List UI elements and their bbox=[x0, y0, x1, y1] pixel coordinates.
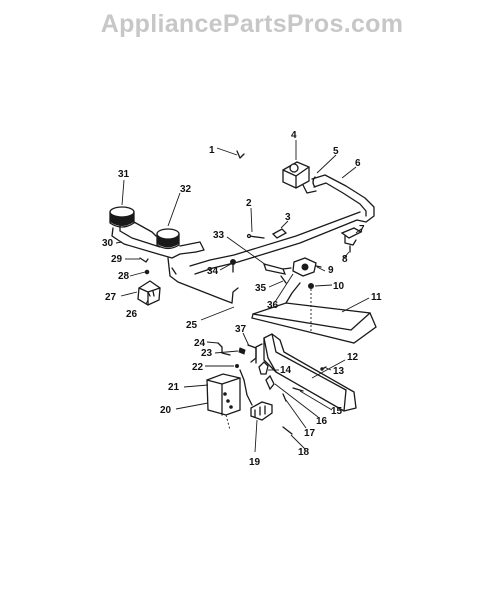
clip-37 bbox=[247, 344, 257, 363]
hidden-line bbox=[225, 414, 231, 431]
callout-label: 4 bbox=[291, 130, 297, 141]
screw-35 bbox=[280, 275, 287, 284]
callout-label: 29 bbox=[111, 254, 123, 265]
screw-15 bbox=[292, 387, 304, 392]
callout-label: 19 bbox=[249, 457, 261, 468]
callout-label: 25 bbox=[186, 320, 198, 331]
bracket-33 bbox=[263, 263, 292, 275]
callout-label: 17 bbox=[304, 428, 316, 439]
valve-9 bbox=[292, 257, 322, 277]
screw-1 bbox=[236, 150, 245, 159]
screw-34 bbox=[230, 259, 236, 273]
callout-label: 37 bbox=[235, 324, 247, 335]
callout-label: 32 bbox=[180, 184, 192, 195]
callout-label: 34 bbox=[207, 266, 219, 277]
callout-label: 36 bbox=[267, 300, 279, 311]
callout-label: 1 bbox=[209, 145, 215, 156]
callout-label: 28 bbox=[118, 271, 130, 282]
wire-24 bbox=[217, 342, 231, 356]
callout-label: 20 bbox=[160, 405, 172, 416]
heat-shield-11 bbox=[251, 282, 377, 344]
clip-23 bbox=[238, 347, 246, 355]
callout-label: 15 bbox=[331, 406, 343, 417]
igniter-wire-17 bbox=[282, 393, 287, 402]
bracket-20-21 bbox=[206, 373, 241, 416]
callout-label: 35 bbox=[255, 283, 267, 294]
callout-label: 8 bbox=[342, 254, 348, 265]
callout-label: 26 bbox=[126, 309, 138, 320]
callout-label: 5 bbox=[333, 146, 339, 157]
screw-28 bbox=[144, 269, 150, 275]
igniter-harness bbox=[239, 369, 253, 406]
callout-label: 10 bbox=[333, 281, 345, 292]
screw-13 bbox=[320, 366, 327, 371]
callout-label: 13 bbox=[333, 366, 345, 377]
callout-label: 24 bbox=[194, 338, 206, 349]
pilot-10 bbox=[308, 283, 314, 289]
orifice-3 bbox=[271, 228, 288, 239]
callout-label: 31 bbox=[118, 169, 130, 180]
burner-31 bbox=[109, 206, 135, 228]
site-watermark: AppliancePartsPros.com bbox=[100, 10, 404, 38]
burner-tube-assembly-30 bbox=[111, 221, 233, 304]
leader-lines bbox=[115, 140, 370, 453]
bracket-26 bbox=[137, 280, 161, 306]
burner-32 bbox=[156, 228, 180, 250]
callout-label: 33 bbox=[213, 230, 225, 241]
clip-29 bbox=[139, 257, 149, 263]
callout-label: 2 bbox=[246, 198, 252, 209]
burner-tube-25 bbox=[171, 267, 239, 304]
callout-label: 22 bbox=[192, 362, 204, 373]
callout-label: 30 bbox=[102, 238, 114, 249]
orifice-rod-2 bbox=[246, 233, 265, 239]
callout-label: 23 bbox=[201, 348, 213, 359]
wire-18 bbox=[282, 426, 293, 435]
clip-14 bbox=[258, 361, 269, 375]
callout-label: 6 bbox=[355, 158, 361, 169]
callout-label: 27 bbox=[105, 292, 117, 303]
callout-label: 7 bbox=[359, 224, 365, 235]
burner-box-12 bbox=[255, 333, 357, 412]
callout-labels: 1 2 3 4 5 6 7 8 9 10 11 12 13 14 15 16 1… bbox=[102, 130, 382, 468]
callout-label: 21 bbox=[168, 382, 180, 393]
callout-label: 16 bbox=[316, 416, 328, 427]
valve-7 bbox=[340, 227, 363, 253]
igniter-16 bbox=[265, 374, 275, 391]
igniter-module-19 bbox=[250, 401, 273, 421]
gas-regulator bbox=[282, 161, 317, 194]
callout-label: 18 bbox=[298, 447, 310, 458]
screw-22 bbox=[235, 364, 239, 368]
callout-label: 14 bbox=[280, 365, 292, 376]
callout-label: 11 bbox=[371, 292, 382, 303]
callout-label: 12 bbox=[347, 352, 359, 363]
callout-label: 9 bbox=[328, 265, 334, 276]
callout-label: 3 bbox=[285, 212, 291, 223]
manifold-pipe bbox=[189, 174, 375, 275]
